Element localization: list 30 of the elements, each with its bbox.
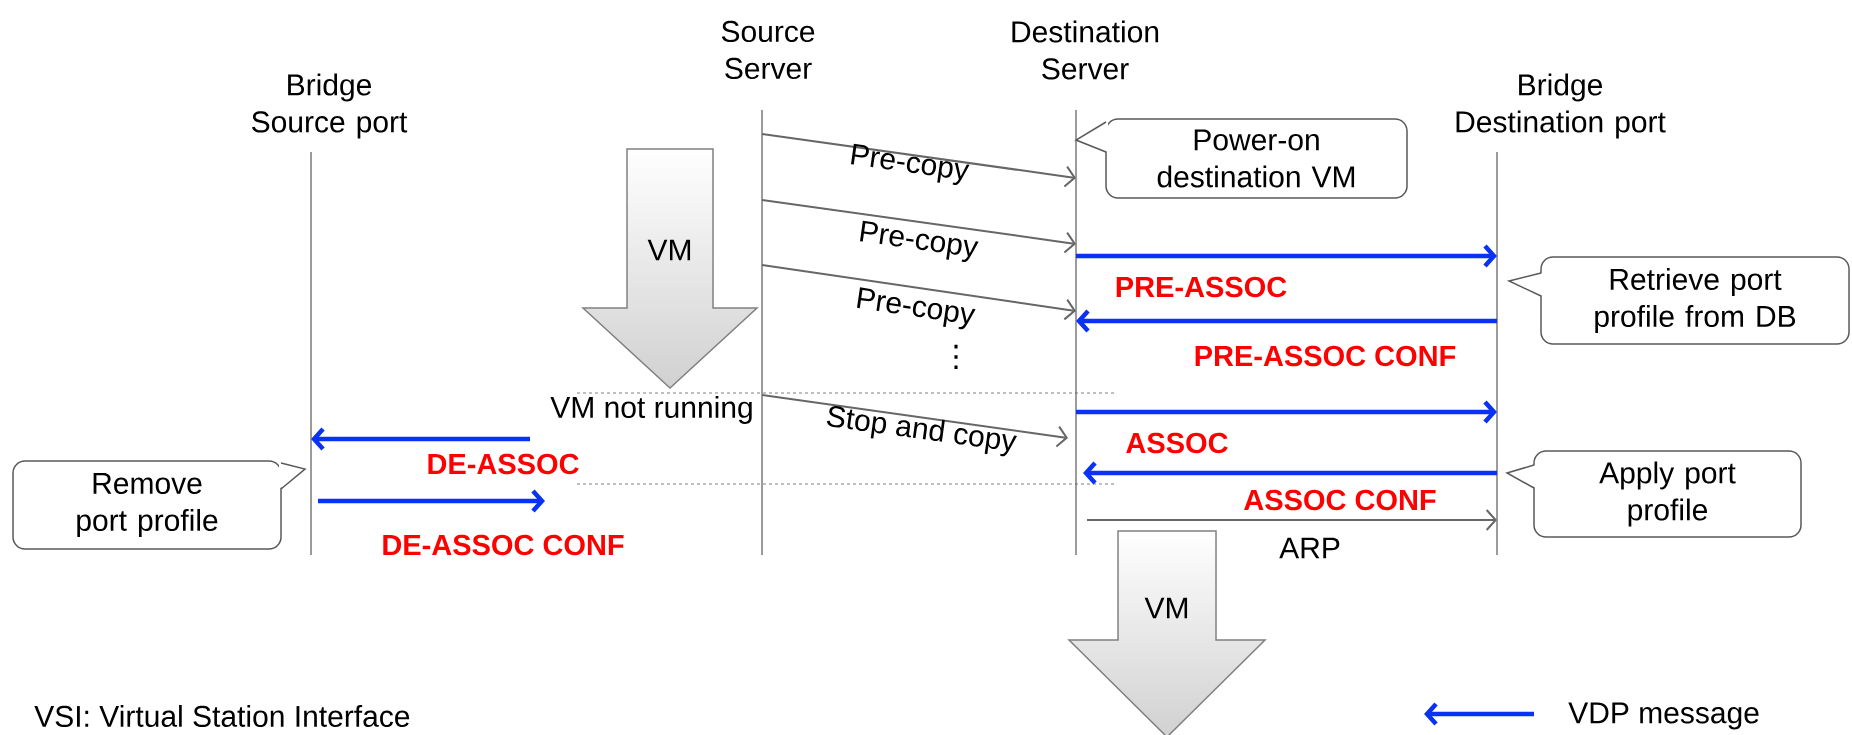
- edge-label: PRE-ASSOC CONF: [1195, 345, 1456, 367]
- edge-label: ASSOC: [1126, 432, 1228, 454]
- message-arrow: [1086, 509, 1497, 531]
- text-label: VM not running: [550, 396, 752, 424]
- edge-label: ARP: [1279, 537, 1340, 559]
- message-arrow: [1076, 400, 1497, 424]
- text-label: VSI: Virtual Station Interface: [34, 705, 410, 727]
- callout-box: Power-on destination VM: [1074, 118, 1408, 199]
- message-arrow: [761, 199, 1076, 254]
- edge-label: ASSOC CONF: [1244, 489, 1436, 511]
- edge-label: DE-ASSOC CONF: [383, 534, 624, 556]
- message-arrow: [761, 394, 1068, 448]
- callout-box: Retrieve port profile from DB: [1506, 256, 1850, 345]
- message-arrow: [1076, 309, 1497, 333]
- edge-label: Pre-copy: [851, 143, 970, 185]
- text-label: ⋮: [954, 344, 958, 370]
- callout-box: Apply port profile: [1505, 450, 1802, 538]
- edge-label: Pre-copy: [860, 220, 979, 262]
- message-arrow: [761, 133, 1076, 188]
- edge-label: Pre-copy: [857, 287, 976, 330]
- message-arrow: [1083, 461, 1497, 485]
- legend-text: VDP message: [1568, 702, 1759, 730]
- edge-label: PRE-ASSOC: [1116, 276, 1287, 298]
- message-arrow: [1076, 244, 1497, 268]
- message-arrow: [761, 264, 1076, 321]
- message-arrow: [318, 489, 545, 513]
- edge-label: Stop and copy: [826, 406, 1017, 457]
- message-arrow: [311, 427, 530, 451]
- edge-label: DE-ASSOC: [428, 453, 579, 475]
- callout-box: Remove port profile: [12, 460, 307, 550]
